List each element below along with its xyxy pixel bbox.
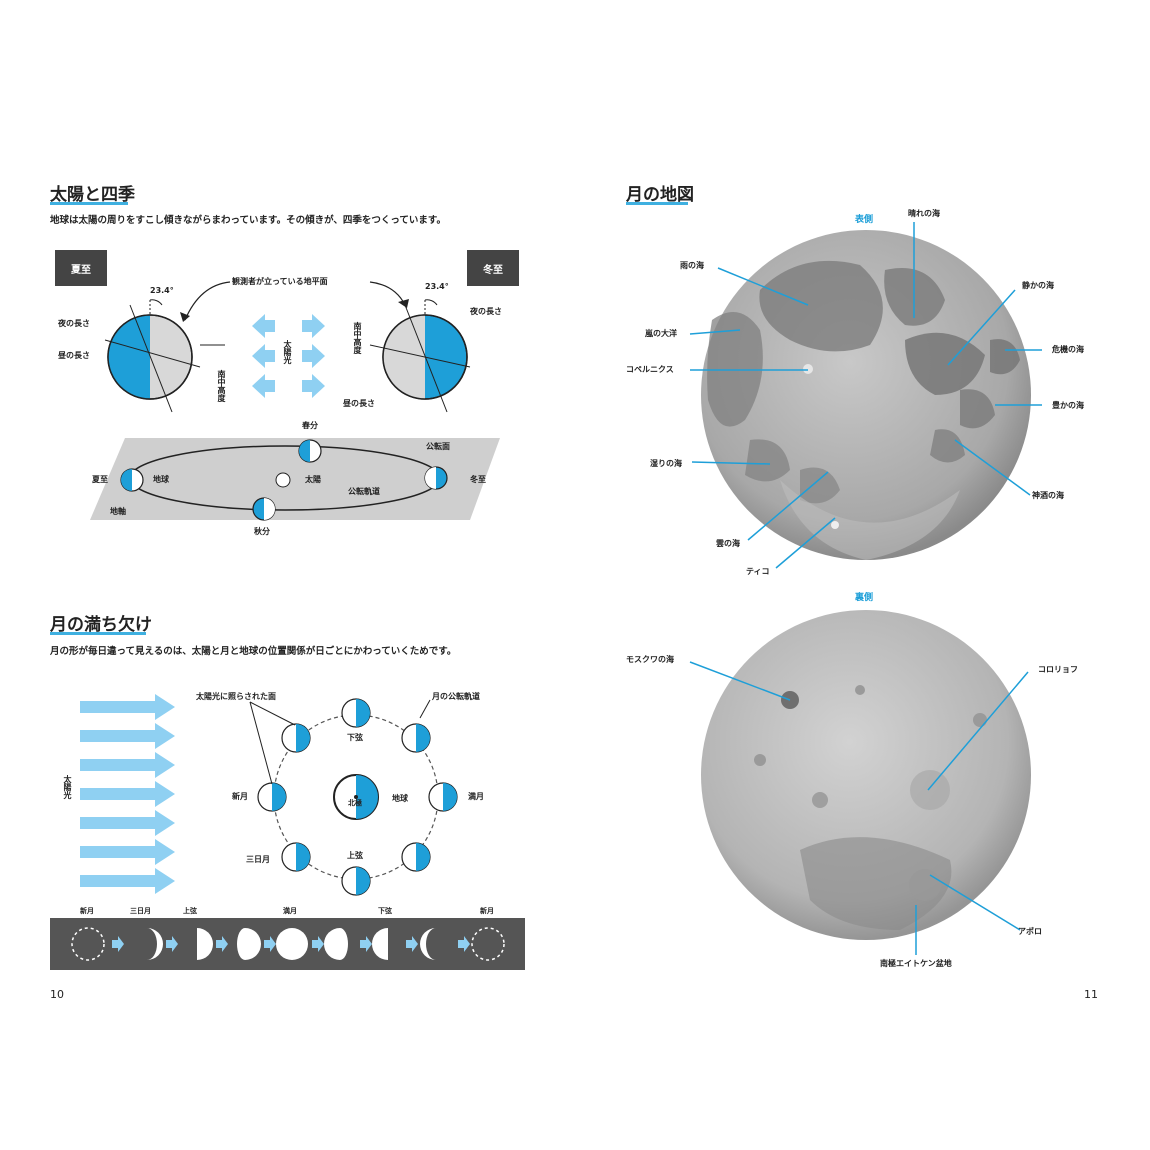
winter-solstice-label: 冬至 bbox=[470, 475, 486, 484]
lead-text-seasons: 地球は太陽の周りをすこし傾きながらまわっています。その傾きが、四季をつくっていま… bbox=[50, 215, 446, 226]
far-side-leader-lines bbox=[689, 661, 1029, 955]
phase-strip-arrows bbox=[112, 936, 470, 952]
oceanus-procellarum-label: 嵐の大洋 bbox=[645, 329, 677, 338]
apollo-label: アポロ bbox=[1018, 927, 1042, 936]
sunlight-arrows-moon bbox=[80, 694, 175, 894]
moon-phase-diagram bbox=[50, 694, 525, 970]
axis-label: 地軸 bbox=[110, 507, 126, 516]
culmination-label-winter: 南中高度 bbox=[353, 322, 362, 354]
strip-label-6: 新月 bbox=[480, 907, 494, 915]
section-title-moon-map: 月の地図 bbox=[626, 185, 694, 205]
seasons-diagram bbox=[90, 281, 500, 521]
winter-earth-globe bbox=[369, 299, 471, 413]
strip-label-1: 新月 bbox=[80, 907, 94, 915]
korolev-label: コロリョフ bbox=[1038, 665, 1078, 674]
section-title-seasons: 太陽と四季 bbox=[50, 185, 135, 205]
mare-moscoviense-label: モスクワの海 bbox=[626, 655, 674, 664]
near-side-heading: 表側 bbox=[855, 215, 874, 225]
strip-label-2: 三日月 bbox=[130, 907, 151, 915]
orbit-moons bbox=[257, 698, 458, 896]
section-underline bbox=[626, 202, 688, 205]
night-length-label-summer: 夜の長さ bbox=[58, 319, 90, 328]
section-underline bbox=[50, 202, 128, 205]
night-length-label-winter: 夜の長さ bbox=[470, 307, 502, 316]
last-quarter-label: 下弦 bbox=[347, 733, 363, 742]
section-title-moon-phases: 月の満ち欠け bbox=[50, 615, 152, 635]
winter-tag: 冬至 bbox=[467, 250, 519, 286]
full-moon-label: 満月 bbox=[468, 792, 484, 801]
mare-nubium-label: 雲の海 bbox=[716, 539, 740, 548]
culmination-label-summer: 南中高度 bbox=[217, 370, 226, 402]
far-side-moon bbox=[701, 610, 1031, 940]
near-side-leader-lines bbox=[689, 222, 1042, 569]
page-number-right: 11 bbox=[1084, 988, 1098, 1001]
copernicus-label: コペルニクス bbox=[626, 365, 674, 374]
section-underline bbox=[50, 632, 146, 635]
strip-label-4: 満月 bbox=[283, 907, 297, 915]
crescent-label: 三日月 bbox=[246, 855, 270, 864]
mare-tranquillitatis-label: 静かの海 bbox=[1022, 281, 1054, 290]
sunlight-label-seasons: 太陽光 bbox=[283, 340, 292, 364]
first-quarter-label: 上弦 bbox=[347, 851, 363, 860]
near-side-moon bbox=[701, 230, 1031, 560]
orbit-label: 公転軌道 bbox=[348, 487, 380, 496]
sunlight-label-moon: 太陽光 bbox=[63, 775, 72, 799]
observer-plane-label: 観測者が立っている地平面 bbox=[232, 277, 328, 286]
earth-label-moon: 地球 bbox=[392, 794, 408, 803]
strip-label-3: 上弦 bbox=[183, 907, 197, 915]
autumn-label: 秋分 bbox=[254, 527, 270, 536]
tycho-label: ティコ bbox=[746, 567, 770, 576]
south-pole-aitken-label: 南極エイトケン盆地 bbox=[880, 959, 952, 968]
moon-map-graphics bbox=[689, 222, 1042, 955]
lead-text-moon-phases: 月の形が毎日違って見えるのは、太陽と月と地球の位置関係が日ごとにかわっていくため… bbox=[50, 646, 457, 657]
day-length-label-winter: 昼の長さ bbox=[343, 399, 375, 408]
phase-strip-moons bbox=[71, 927, 505, 961]
orbit-plane-label: 公転面 bbox=[426, 442, 450, 451]
sun-dot bbox=[275, 472, 291, 488]
mare-fecunditatis-label: 豊かの海 bbox=[1052, 401, 1084, 410]
day-length-label-summer: 昼の長さ bbox=[58, 351, 90, 360]
mare-imbrium-label: 雨の海 bbox=[680, 261, 704, 270]
mare-humorum-label: 湿りの海 bbox=[650, 459, 682, 468]
central-earth bbox=[333, 774, 379, 820]
spring-label: 春分 bbox=[302, 421, 318, 430]
moon-orbit-label: 月の公転軌道 bbox=[432, 692, 480, 701]
sunlight-arrows bbox=[252, 314, 325, 398]
mare-nectaris-label: 神酒の海 bbox=[1032, 491, 1064, 500]
mare-serenitatis-label: 晴れの海 bbox=[908, 209, 940, 218]
north-pole-label: 北極 bbox=[348, 799, 362, 807]
earth-label-seasons: 地球 bbox=[153, 475, 169, 484]
sun-label: 太陽 bbox=[305, 475, 321, 484]
summer-earth-globe bbox=[104, 299, 225, 413]
summer-tag: 夏至 bbox=[55, 250, 107, 286]
tilt-label-winter: 23.4° bbox=[425, 282, 449, 291]
tilt-label-summer: 23.4° bbox=[150, 286, 174, 295]
page-number-left: 10 bbox=[50, 988, 64, 1001]
lit-side-label: 太陽光に照らされた面 bbox=[196, 692, 276, 701]
far-side-heading: 裏側 bbox=[855, 593, 874, 603]
strip-label-5: 下弦 bbox=[378, 907, 392, 915]
new-moon-label: 新月 bbox=[232, 792, 248, 801]
summer-solstice-label: 夏至 bbox=[92, 475, 108, 484]
mare-crisium-label: 危機の海 bbox=[1052, 345, 1084, 354]
